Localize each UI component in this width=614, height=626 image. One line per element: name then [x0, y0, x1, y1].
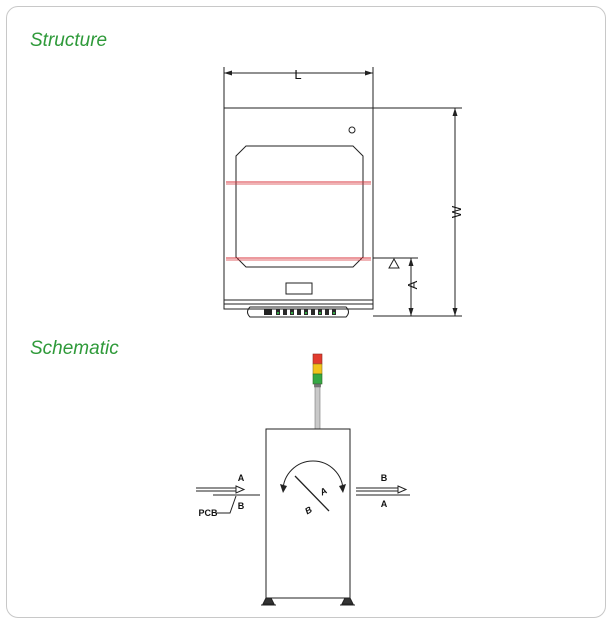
output-top-label: B — [381, 473, 388, 483]
rotating-conveyor-line — [294, 475, 330, 512]
height-label: A — [405, 280, 420, 289]
input-top-label: A — [238, 473, 245, 483]
panel-display — [264, 309, 272, 315]
tower-lamp-yellow — [312, 363, 323, 375]
inspection-window — [235, 145, 364, 268]
tower-cap — [314, 383, 321, 388]
control-panel — [247, 306, 349, 318]
tower-lamp-red — [312, 353, 323, 365]
structure-drawing — [223, 67, 462, 318]
pcb-leader-line — [216, 495, 237, 514]
panel-leds — [277, 312, 335, 314]
height-arrow-top — [408, 258, 414, 266]
input-arrow — [235, 485, 246, 494]
foot-left — [262, 597, 275, 605]
foot-right — [341, 597, 354, 605]
length-label: L — [294, 67, 301, 82]
cabinet-body — [265, 428, 351, 599]
width-arrow-top — [452, 108, 458, 116]
indicator-hole — [348, 126, 356, 134]
rotation-arrow-right — [339, 484, 346, 493]
tower-lamp-green — [312, 373, 323, 385]
rotation-top-label: A — [317, 485, 328, 497]
height-arrow-bottom — [408, 308, 414, 316]
pcb-label: PCB — [198, 508, 218, 518]
width-arrow-bottom — [452, 308, 458, 316]
front-handle — [285, 282, 313, 295]
width-label: W — [449, 205, 464, 218]
schematic-drawing — [196, 353, 410, 606]
machine-body — [223, 107, 374, 310]
structure-title: Structure — [30, 30, 108, 51]
tower-pole — [314, 386, 321, 430]
input-bottom-label: B — [238, 501, 245, 511]
length-arrow-left — [224, 70, 232, 76]
length-arrow-right — [365, 70, 373, 76]
rotation-arrow-left — [280, 484, 287, 493]
schematic-title: Schematic — [30, 338, 119, 359]
rail-reference-marker — [388, 257, 400, 269]
output-bottom-label: A — [381, 499, 388, 509]
output-arrow — [397, 485, 408, 494]
rotation-bottom-label: B — [303, 504, 314, 516]
rotation-arc — [282, 460, 344, 492]
